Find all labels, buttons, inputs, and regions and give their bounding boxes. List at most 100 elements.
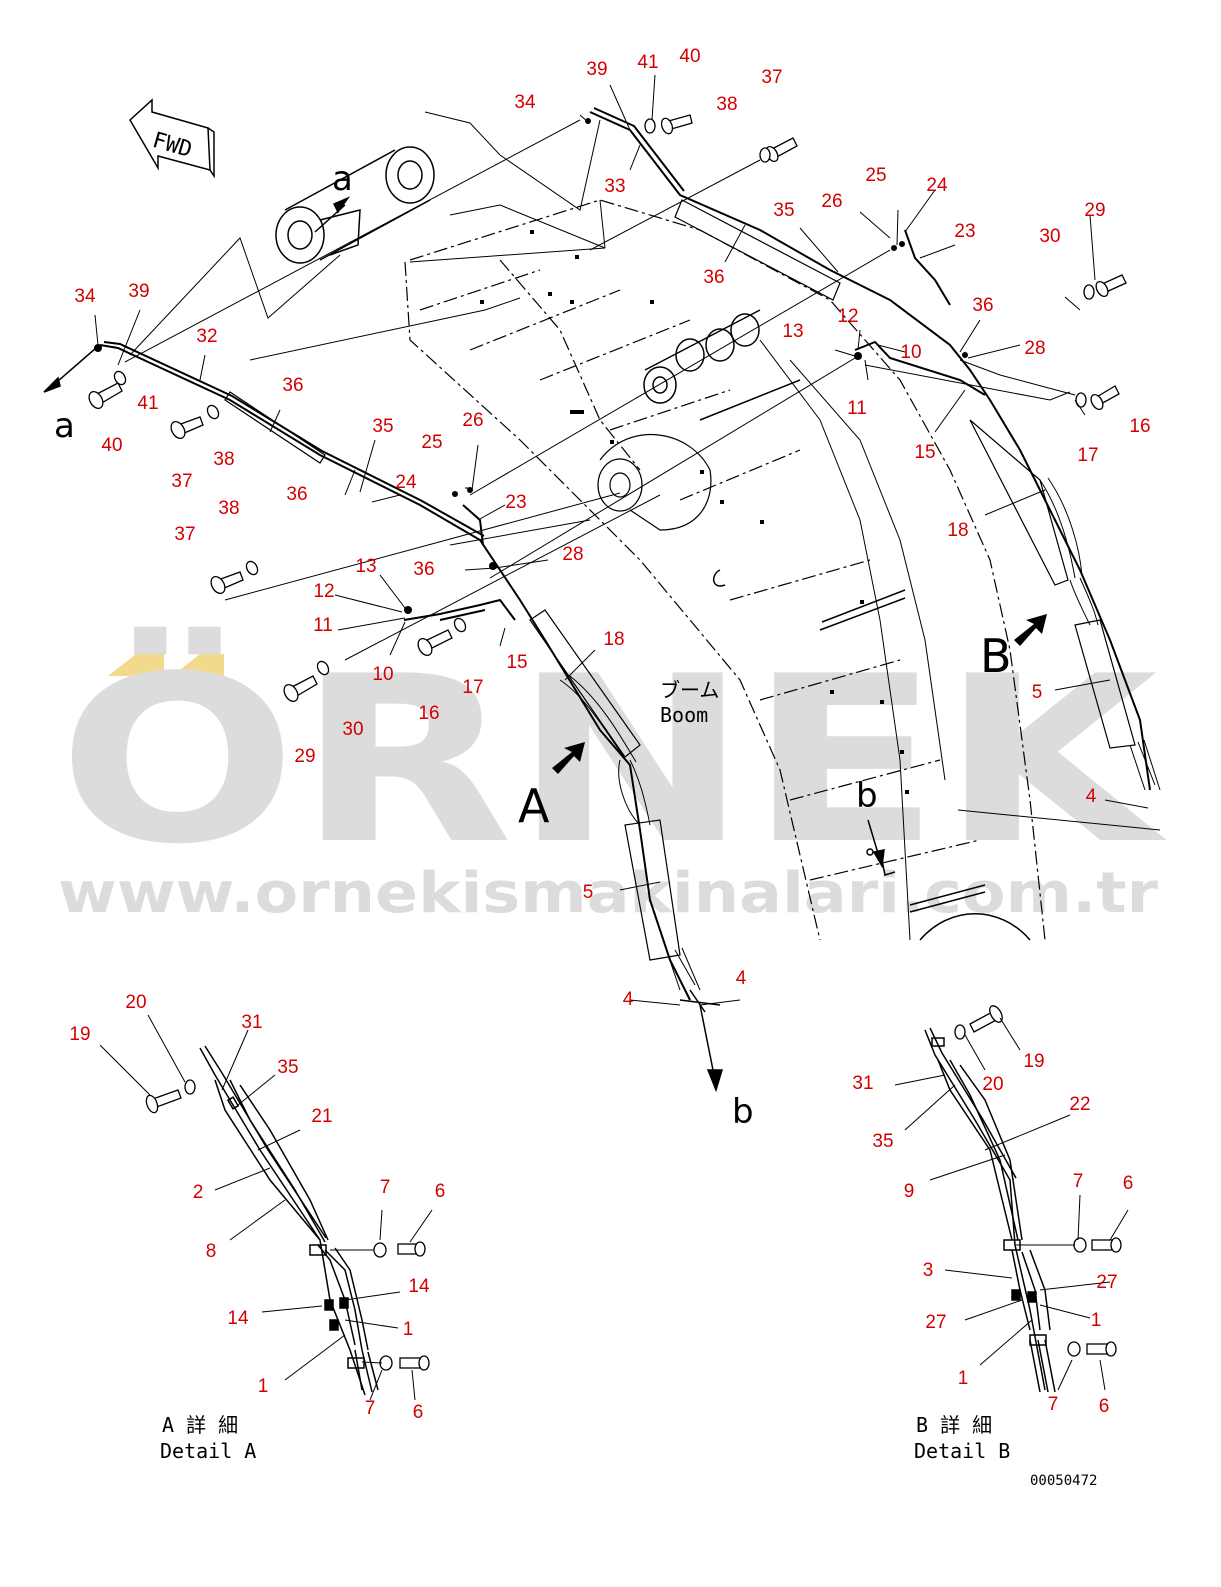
callout-number: 31 xyxy=(852,1073,873,1094)
detail-a-drawing xyxy=(199,1045,379,1396)
break-lines xyxy=(129,111,601,356)
callout-number: 36 xyxy=(282,375,303,396)
right-leaders xyxy=(469,74,1161,831)
callout-number: 12 xyxy=(837,306,858,327)
callout-number: 34 xyxy=(74,286,96,307)
callout-number: 14 xyxy=(227,1308,249,1329)
boom-label-en: Boom xyxy=(660,703,708,727)
callout-number: 2 xyxy=(193,1182,204,1203)
callout-number: 24 xyxy=(926,175,948,196)
callout-number: 13 xyxy=(782,321,803,342)
callout-number: 4 xyxy=(1086,786,1097,807)
callout-number: 30 xyxy=(1039,226,1060,247)
watermark: ÖRNEK www.ornekismakinalari.com.tr xyxy=(58,626,1167,926)
callout-number: 38 xyxy=(213,449,234,470)
callout-number: 18 xyxy=(603,629,624,650)
callout-number: 25 xyxy=(865,165,886,186)
right-pipe-run xyxy=(589,107,1151,791)
right-hose-braid xyxy=(1039,477,1161,791)
ref-a-top: a xyxy=(332,159,353,199)
view-arrow-a xyxy=(552,742,585,774)
callout-number: 25 xyxy=(421,432,442,453)
callout-number: 28 xyxy=(1024,338,1045,359)
callout-number: 35 xyxy=(277,1057,298,1078)
callout-number: 6 xyxy=(413,1402,424,1423)
callout-number: 35 xyxy=(872,1131,893,1152)
detail-a-leaders xyxy=(99,1014,433,1401)
fwd-arrow: FWD xyxy=(129,98,215,179)
callout-number: 4 xyxy=(623,989,634,1010)
callout-number: 7 xyxy=(1048,1394,1059,1415)
callout-number: 11 xyxy=(313,615,333,636)
watermark-dot-right xyxy=(172,654,224,676)
detail-a-title-en: Detail A xyxy=(160,1439,256,1463)
detail-a-title-jp: A 詳 細 xyxy=(162,1413,238,1437)
callout-number: 16 xyxy=(418,703,439,724)
callout-number: 10 xyxy=(900,342,921,363)
detail-b-drawing xyxy=(924,1027,1056,1393)
callout-number: 29 xyxy=(1084,200,1105,221)
callout-number: 23 xyxy=(505,492,526,513)
callout-number: 17 xyxy=(462,677,483,698)
callout-number: 23 xyxy=(954,221,975,242)
boom-label-jp: ブーム xyxy=(660,678,719,702)
callout-number: 15 xyxy=(914,442,935,463)
callout-number: 30 xyxy=(342,719,363,740)
callout-number: 39 xyxy=(128,281,149,302)
callout-number: 36 xyxy=(703,267,724,288)
callout-number: 1 xyxy=(1091,1310,1102,1331)
arrow-b-mid xyxy=(867,819,885,869)
boom-brackets xyxy=(713,569,1031,941)
callout-number: 31 xyxy=(241,1012,262,1033)
boom-detail-marks xyxy=(480,230,909,794)
callout-number: 14 xyxy=(408,1276,430,1297)
callout-number: 32 xyxy=(196,326,217,347)
callout-number: 39 xyxy=(586,59,607,80)
callout-number: 15 xyxy=(506,652,527,673)
callout-number: 7 xyxy=(380,1177,391,1198)
callout-number: 19 xyxy=(69,1024,90,1045)
callout-number: 26 xyxy=(821,191,842,212)
callout-number: 6 xyxy=(1123,1173,1134,1194)
callout-number: 1 xyxy=(258,1376,269,1397)
watermark-url: www.ornekismakinalari.com.tr xyxy=(58,861,1158,926)
callout-number: 3 xyxy=(923,1260,934,1281)
callout-number: 41 xyxy=(637,52,658,73)
boom-foot-pin-left xyxy=(275,146,435,264)
callout-number: 34 xyxy=(514,92,536,113)
callout-number: 38 xyxy=(716,94,737,115)
callout-number: 22 xyxy=(1069,1094,1090,1115)
callout-number: 4 xyxy=(736,968,747,989)
left-fittings xyxy=(94,344,497,614)
left-pipe-clamps xyxy=(224,391,681,961)
callout-number: 37 xyxy=(761,67,782,88)
watermark-brand: ÖRNEK xyxy=(58,626,1167,895)
callout-number: 7 xyxy=(365,1398,376,1419)
callout-number: 17 xyxy=(1077,445,1098,466)
callout-number: 41 xyxy=(137,393,158,414)
callout-number: 40 xyxy=(679,46,700,67)
callout-number: 27 xyxy=(925,1312,946,1333)
ref-b-mid: b xyxy=(856,776,878,816)
callout-number: 33 xyxy=(604,176,625,197)
callout-number: 20 xyxy=(982,1074,1003,1095)
flow-arrows-left xyxy=(43,347,724,1093)
boom-outline xyxy=(404,199,1046,941)
callout-number: 40 xyxy=(101,435,122,456)
view-arrow-b xyxy=(1014,614,1047,646)
callout-number: 5 xyxy=(583,882,594,903)
callout-number: 36 xyxy=(286,484,307,505)
callout-number: 6 xyxy=(435,1181,446,1202)
callout-number: 24 xyxy=(395,472,417,493)
callout-number: 5 xyxy=(1032,682,1043,703)
view-label-a: A xyxy=(518,779,550,833)
callout-number: 11 xyxy=(847,398,867,419)
callout-number: 26 xyxy=(462,410,483,431)
callout-number: 12 xyxy=(313,581,334,602)
callout-number: 20 xyxy=(125,992,146,1013)
callout-number: 35 xyxy=(773,200,794,221)
arm-cylinder-mount xyxy=(643,309,801,421)
callout-number: 27 xyxy=(1096,1272,1117,1293)
